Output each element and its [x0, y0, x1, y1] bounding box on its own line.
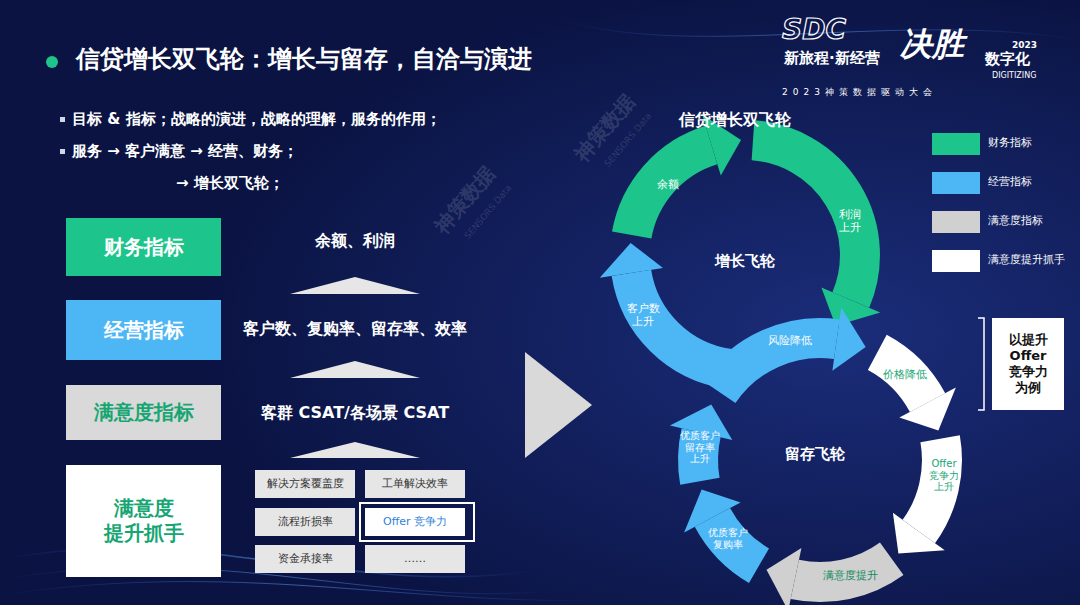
bracket [978, 318, 984, 410]
logo-text: 决胜 [900, 26, 964, 63]
arc-label: 价格降低 [883, 369, 927, 382]
bullet-text: 目标 & 指标；战略的演进，战略的理解，服务的作用； [72, 111, 441, 128]
legend-text: 满意度提升抓手 [988, 254, 1065, 267]
level-triangle [290, 442, 420, 458]
logo-text: DIGITIZING [992, 71, 1036, 80]
logo-text: 新旅程·新经营 [784, 50, 880, 67]
flywheel-arc [795, 559, 892, 582]
metric-box: 经营指标 [66, 300, 221, 360]
arc-label: Offer 竞争力 上升 [929, 458, 959, 493]
arc-label: 优质客户 留存率 上升 [680, 430, 720, 465]
flywheel-arrowhead [832, 307, 865, 370]
metric-detail: 客群 CSAT/各场景 CSAT [261, 404, 449, 422]
arc-label: 优质客户 复购率 [708, 527, 748, 550]
highlight-frame [360, 503, 474, 541]
flywheel-arc [877, 352, 927, 402]
callout-box: 以提升 Offer 竞争力 为例 [992, 318, 1064, 410]
lever-cell: 解决方案覆盖度 [255, 470, 355, 498]
logo-text: 2023 [1012, 40, 1037, 50]
bullet [60, 149, 65, 154]
logo-text: 数字化 [985, 51, 1030, 68]
bullet-text: → 增长双飞轮； [176, 175, 284, 192]
arc-label: 满意度提升 [823, 570, 878, 583]
legend-swatch [932, 172, 980, 194]
legend-text: 满意度指标 [988, 215, 1043, 228]
slide-title: 信贷增长双飞轮：增长与留存，自洽与演进 [76, 46, 532, 74]
wheel-title: 信贷增长双飞轮 [679, 111, 791, 129]
logo-mark: SDC [782, 14, 846, 46]
legend-swatch [932, 133, 980, 155]
flywheel-arrowhead [893, 513, 945, 554]
flywheel-arrowhead [684, 490, 740, 533]
logo-text: 2023神策数据驱动大会 [782, 87, 937, 97]
box-text: Offer 竞争力 [383, 515, 447, 529]
box-text: 解决方案覆盖度 [267, 477, 344, 491]
lever-cell: 工单解决效率 [365, 470, 465, 498]
arc-label: 客户数 上升 [627, 303, 660, 328]
title-dot [46, 56, 58, 68]
arc-label: 利润 上升 [839, 209, 861, 234]
flywheel-arrowhead [767, 548, 802, 605]
metric-box: 财务指标 [66, 218, 221, 276]
box-text: 以提升 Offer 竞争力 为例 [1009, 332, 1048, 397]
bullet-text: 服务 → 客户满意 → 经营、财务； [72, 143, 298, 160]
glow-line [0, 582, 600, 601]
box-text: 流程折损率 [278, 515, 333, 529]
box-text: 经营指标 [104, 318, 184, 343]
box-text: 工单解决效率 [382, 477, 448, 491]
wheel-name: 增长飞轮 [715, 253, 775, 270]
box-text: 财务指标 [104, 235, 184, 260]
metric-box: 满意度 提升抓手 [66, 465, 221, 577]
metric-detail: 余额、利润 [315, 232, 395, 250]
box-text: 满意度 提升抓手 [104, 496, 184, 546]
lever-cell: Offer 竞争力 [365, 508, 465, 536]
arc-label: 余额 [657, 179, 679, 192]
box-text: 资金承接率 [278, 552, 333, 566]
wheel-name: 留存飞轮 [785, 446, 845, 463]
bullet [60, 117, 65, 122]
arc-label: 风险降低 [768, 335, 812, 348]
lever-cell: 流程折损率 [255, 508, 355, 536]
legend-text: 经营指标 [988, 176, 1032, 189]
flywheel-arc [632, 145, 712, 235]
legend-swatch [932, 250, 980, 272]
flywheel-arrowhead [899, 387, 955, 430]
legend-swatch [932, 211, 980, 233]
big-arrow [525, 352, 592, 458]
level-triangle [290, 361, 420, 378]
box-text: …… [404, 552, 426, 566]
level-triangle [290, 277, 420, 294]
lever-cell: 资金承接率 [255, 545, 355, 573]
box-text: 满意度指标 [94, 400, 194, 425]
metric-detail: 客户数、复购率、留存率、效率 [243, 320, 467, 338]
flywheel-arrowhead [600, 243, 663, 278]
legend-text: 财务指标 [988, 137, 1032, 150]
metric-box: 满意度指标 [66, 385, 221, 440]
lever-cell: …… [365, 545, 465, 573]
